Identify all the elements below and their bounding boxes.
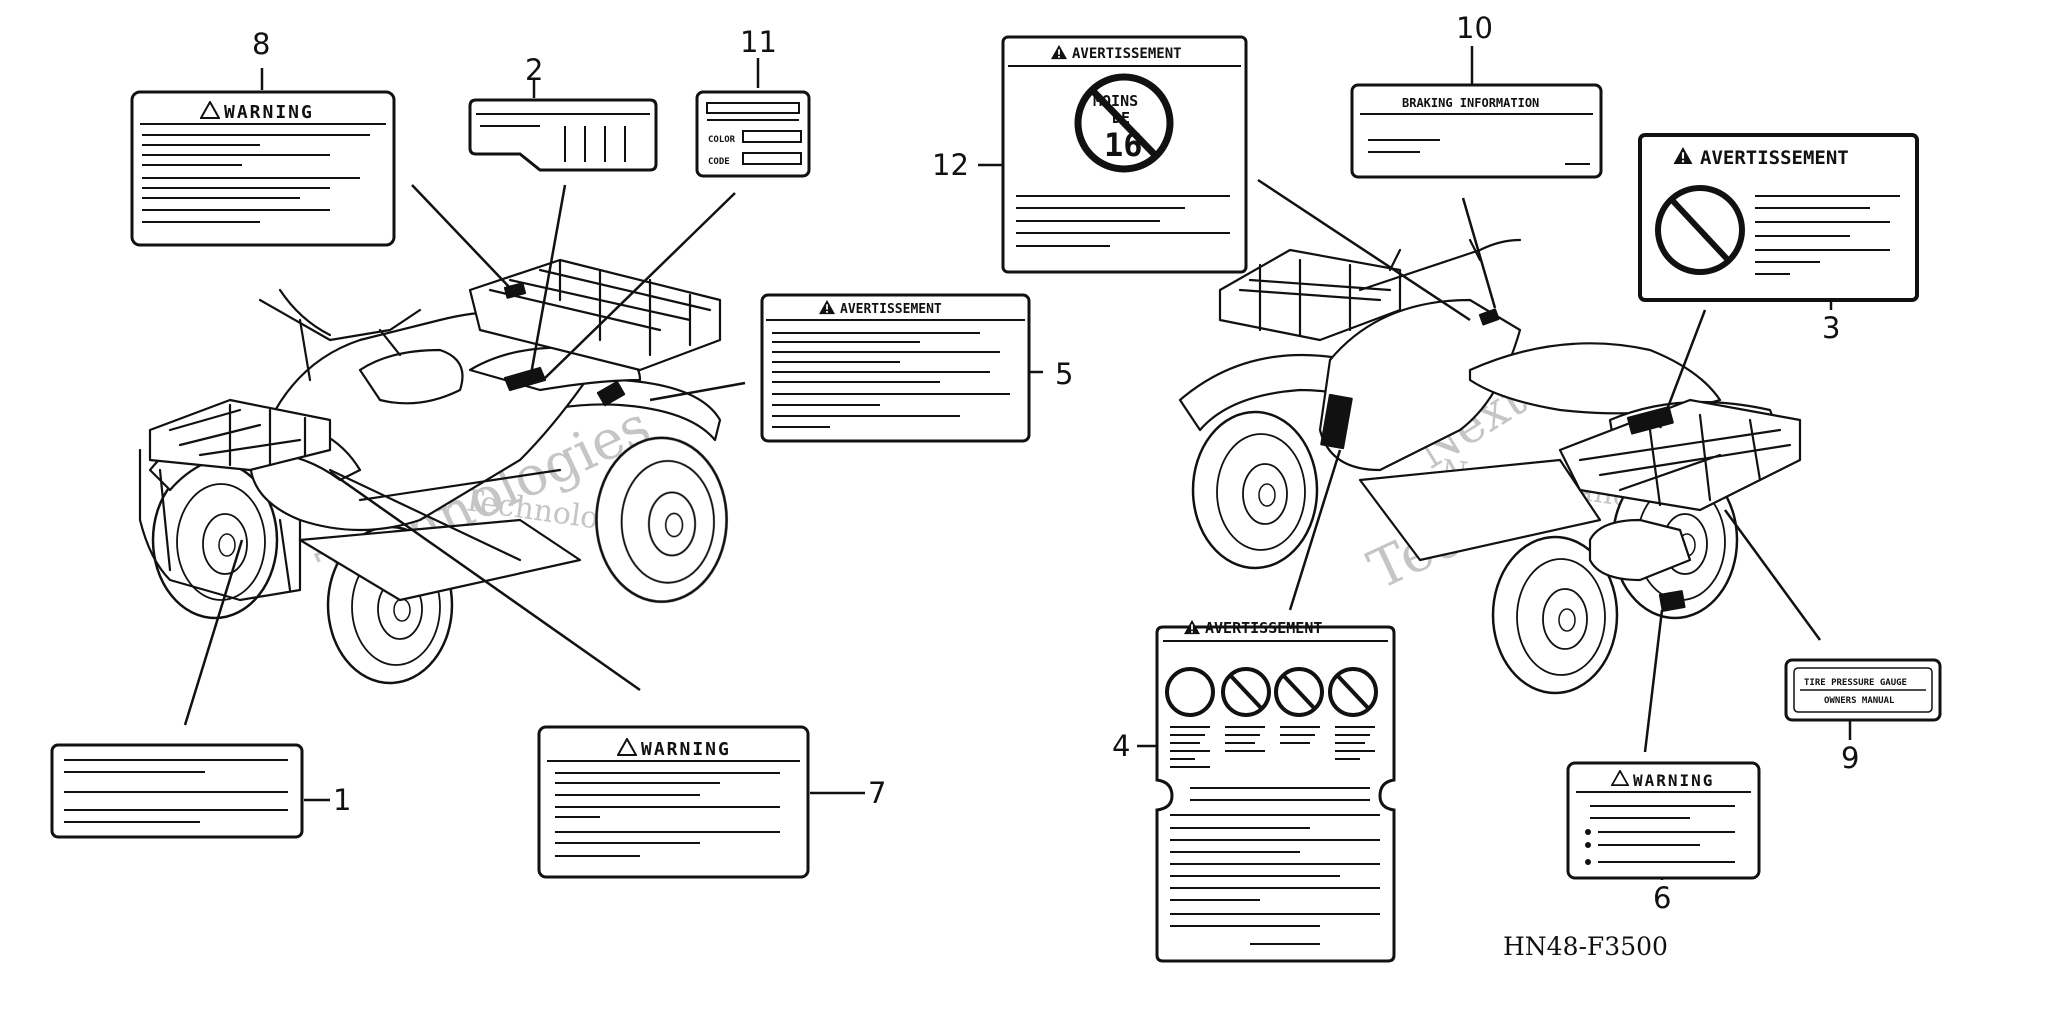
label-9-tire-pressure-text: TIRE PRESSURE GAUGE [1804, 678, 1907, 688]
label-5-avertissement: AVERTISSEMENT [760, 293, 1031, 443]
label-7-heading: WARNING [641, 739, 731, 760]
leader-lines [183, 46, 1852, 880]
label-5-heading: AVERTISSEMENT [840, 302, 942, 317]
callout-9: 9 [1841, 741, 1859, 775]
atv-left-illustration [138, 258, 728, 685]
label-12-avertissement-age: AVERTISSEMENT MOINS DE 16 [1001, 35, 1248, 274]
label-11-code: CODE [708, 157, 730, 167]
label-3-heading: AVERTISSEMENT [1700, 147, 1849, 169]
callout-11: 11 [740, 25, 777, 59]
callout-1: 1 [333, 783, 351, 817]
callout-8: 8 [252, 27, 270, 61]
label-6-heading: WARNING [1633, 771, 1714, 790]
callout-4: 4 [1112, 729, 1130, 763]
label-8-heading: WARNING [224, 102, 314, 123]
callout-5: 5 [1055, 357, 1073, 391]
figure-code: HN48-F3500 [1503, 932, 1668, 961]
atv-right-illustration [1178, 238, 1802, 695]
label-9-owners-manual-text: OWNERS MANUAL [1824, 696, 1895, 706]
label-2 [468, 98, 658, 172]
label-9-tire-pressure: TIRE PRESSURE GAUGE OWNERS MANUAL [1784, 658, 1942, 722]
label-4-avertissement: AVERTISSEMENT [1155, 619, 1396, 963]
label-10-braking: BRAKING INFORMATION [1350, 83, 1603, 179]
label-7-warning: WARNING [537, 725, 810, 879]
label-12-heading: AVERTISSEMENT [1072, 46, 1182, 62]
label-3-avertissement: AVERTISSEMENT [1638, 133, 1919, 302]
callout-numbers: 8 2 11 5 1 7 12 10 3 4 9 6 [252, 11, 1859, 915]
label-6-warning: WARNING [1566, 761, 1761, 880]
label-11-color: COLOR [708, 135, 736, 145]
callout-2: 2 [525, 53, 543, 87]
callout-12: 12 [932, 148, 969, 182]
callout-10: 10 [1456, 11, 1493, 45]
label-1 [50, 743, 304, 839]
label-11-color-code: COLOR CODE [695, 90, 811, 178]
callout-6: 6 [1653, 881, 1671, 915]
callout-7: 7 [868, 776, 886, 810]
callout-3: 3 [1822, 311, 1840, 345]
label-4-heading: AVERTISSEMENT [1205, 619, 1322, 637]
label-10-heading: BRAKING INFORMATION [1402, 96, 1539, 110]
label-8-warning: WARNING [130, 90, 396, 247]
